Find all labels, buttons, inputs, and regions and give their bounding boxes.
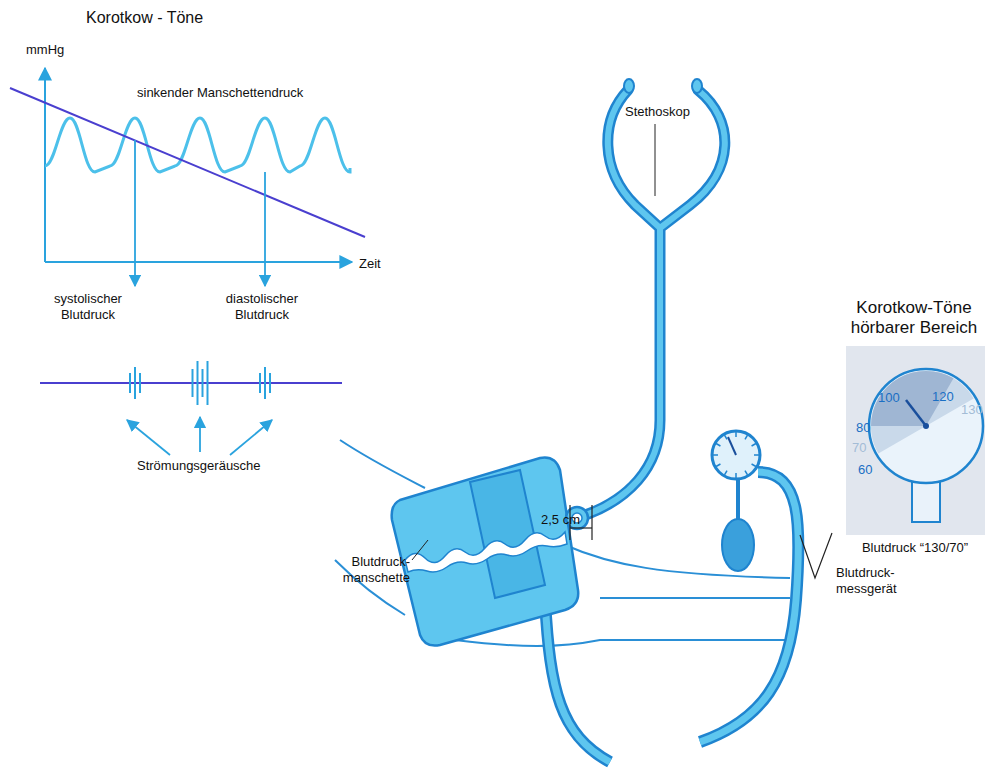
dial-number: 130 — [961, 402, 983, 418]
gauge-tick — [752, 444, 756, 447]
forearm-edge — [600, 597, 790, 599]
dimension-label: 2,5 cm — [541, 512, 580, 528]
cuff — [392, 458, 579, 646]
forearm-edge — [455, 640, 790, 646]
dimension-line — [570, 527, 592, 528]
dial-number: 120 — [932, 389, 954, 405]
burst-stroke — [129, 373, 131, 393]
sound-arrow — [230, 420, 272, 455]
audible-range-light — [871, 371, 974, 454]
pump-bulb — [722, 519, 754, 571]
leader-line — [800, 533, 832, 578]
stethoscope — [588, 90, 725, 514]
diastolic-label: diastolischer Blutdruck — [210, 291, 314, 322]
dial-hub — [923, 423, 929, 429]
dial-panel-node: Korotkow-Töne hörbarer Bereich — [834, 298, 994, 339]
axis-label: Zeit — [359, 256, 381, 272]
forearm-edge — [565, 545, 790, 578]
dial-sectors — [871, 371, 974, 454]
sound-arrow — [199, 417, 201, 452]
ear-tip — [624, 79, 634, 93]
gauge-tick — [745, 471, 748, 475]
dial-number: 100 — [878, 390, 900, 406]
gauge — [712, 431, 760, 479]
systolic-arrow — [134, 140, 136, 286]
gauge-tick — [725, 435, 728, 439]
gauge-tick — [752, 464, 756, 467]
dimension-line — [591, 505, 592, 540]
pulse-wave — [45, 118, 350, 172]
pulse-wave-path — [45, 118, 350, 172]
upper-arm-edge — [340, 440, 425, 488]
burst-stroke — [259, 373, 261, 393]
gauge-tick — [725, 471, 728, 475]
sound-bursts — [130, 361, 270, 405]
gauge-tick — [754, 454, 759, 456]
burst-stroke — [139, 373, 141, 393]
x-axis — [45, 261, 352, 263]
graph-axes — [45, 68, 352, 262]
axis-unit: mmHg — [26, 42, 64, 58]
sound-arrow — [127, 420, 170, 455]
dial-stand — [912, 482, 940, 522]
dial-number: 80 — [856, 420, 870, 436]
part-label: Blutdruck- manschette — [326, 554, 410, 585]
cuff-hose — [545, 600, 610, 762]
gauge-tick — [716, 444, 720, 447]
stethoscope-tube — [588, 90, 725, 514]
gauge-ticks — [713, 432, 759, 478]
curve-label: sinkender Manschettendruck — [137, 85, 303, 101]
gauge-tick — [716, 464, 720, 467]
gauge-tick — [745, 435, 748, 439]
hoses — [545, 472, 799, 762]
panel-caption: Blutdruck “130/70” — [845, 540, 985, 556]
burst-stroke — [207, 361, 209, 405]
burst-stroke — [197, 361, 199, 405]
dial-panel — [846, 346, 985, 535]
gauge-hose — [700, 472, 799, 742]
gauge-stem — [736, 478, 740, 520]
cuff-pressure-line — [10, 88, 365, 237]
diagram-title: Korotkow - Töne — [86, 9, 203, 27]
part-label: Blutdruck- messgerät — [836, 565, 936, 596]
leader-line — [412, 540, 428, 560]
dial-needle — [906, 400, 926, 426]
gauge-tick — [713, 454, 718, 456]
gauge-hose — [700, 472, 799, 742]
burst-stroke — [192, 369, 194, 397]
burst-stroke — [134, 367, 136, 399]
burst-stroke — [269, 373, 271, 393]
stethoscope-tube — [588, 90, 725, 514]
dial-number: 70 — [852, 440, 866, 456]
diastolic-arrow — [264, 172, 266, 286]
burst-stroke — [202, 369, 204, 397]
cuff-hose — [545, 600, 610, 762]
part-label: Stethoskop — [625, 104, 690, 120]
dial-face — [869, 369, 983, 483]
burst-stroke — [264, 367, 266, 399]
leader-line — [655, 124, 656, 196]
sound-label: Strömungsgeräusche — [137, 458, 261, 474]
dial-number: 60 — [858, 462, 872, 478]
sound-timeline — [40, 382, 342, 384]
systolic-label: systolischer Blutdruck — [42, 291, 134, 322]
panel-heading: Korotkow-Töne hörbarer Bereich — [834, 298, 994, 339]
velcro-band — [405, 532, 567, 572]
gauge-tick — [735, 473, 737, 478]
gauge-needle — [728, 437, 736, 455]
ear-tip — [692, 79, 702, 93]
audible-range-dark — [871, 371, 954, 426]
gauge-tick — [735, 432, 737, 437]
